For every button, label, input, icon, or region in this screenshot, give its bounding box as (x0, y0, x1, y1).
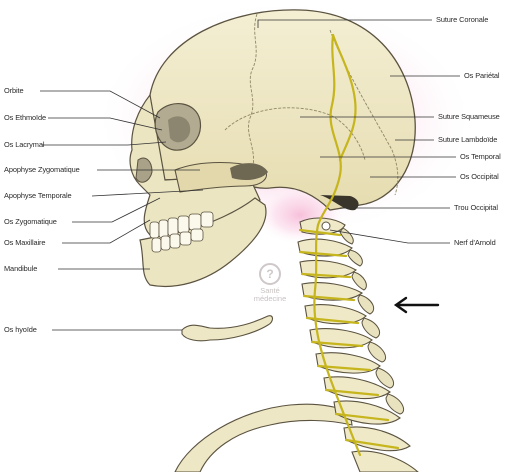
left-arrow-icon (396, 298, 438, 312)
label-os-maxillaire: Os Maxillaire (4, 239, 45, 246)
label-os-parietal: Os Pariétal (464, 72, 499, 79)
label-suture-lambdoide: Suture Lambdoïde (438, 136, 497, 143)
label-orbite: Orbite (4, 87, 24, 94)
watermark-line2: médecine (254, 294, 287, 303)
label-os-zygomatique: Os Zygomatique (4, 218, 57, 225)
watermark: ? Santé médecine (253, 263, 287, 303)
label-apophyse-temporale: Apophyse Temporale (4, 192, 72, 199)
label-suture-squameuse: Suture Squameuse (438, 113, 500, 120)
arnold-nerve-emergence (322, 222, 330, 230)
label-suture-coronale: Suture Coronale (436, 16, 488, 23)
label-os-ethmoide: Os Ethmoïde (4, 114, 46, 121)
hyoid-bone (182, 316, 273, 341)
label-nerf-arnold: Nerf d'Arnold (454, 239, 496, 246)
label-os-lacrymal: Os Lacrymal (4, 141, 44, 148)
question-mark-circle-icon: ? (259, 263, 281, 285)
label-os-hyoide: Os hyoïde (4, 326, 37, 333)
label-os-temporal: Os Temporal (460, 153, 501, 160)
label-mandibule: Mandibule (4, 265, 37, 272)
label-trou-occipital: Trou Occipital (454, 204, 498, 211)
label-os-occipital: Os Occipital (460, 173, 499, 180)
clavicle (175, 404, 352, 472)
label-apophyse-zygomatique: Apophyse Zygomatique (4, 166, 80, 173)
